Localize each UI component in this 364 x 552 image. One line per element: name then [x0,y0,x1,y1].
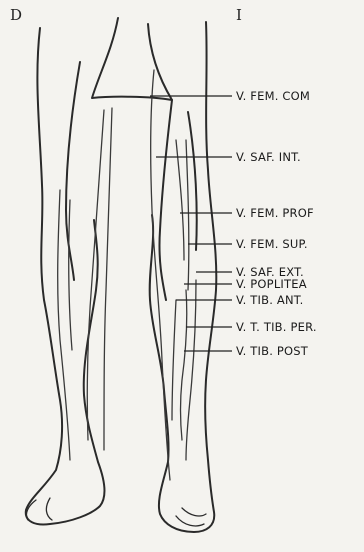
label-tib-post: V. TIB. POST [236,344,308,358]
label-saf-int: V. SAF. INT. [236,150,301,164]
left-vein-fem-sup [186,140,189,290]
right-side-label: D [10,6,22,24]
left-vein-tib-post [186,280,196,460]
label-t-tib-per: V. T. TIB. PER. [236,320,317,334]
label-fem-prof: V. FEM. PROF [236,206,314,220]
left-side-label: I [236,6,242,24]
left-thigh-inner [159,100,172,300]
right-vein-d [69,200,72,350]
label-saf-ext: V. SAF. EXT. [236,265,304,279]
right-vein-b [104,108,112,450]
label-fem-com: V. FEM. COM [236,89,310,103]
right-vein-c [58,190,70,460]
crotch-outline [92,18,172,100]
label-tib-ant: V. TIB. ANT. [236,293,304,307]
label-fem-sup: V. FEM. SUP. [236,237,308,251]
right-vein-a [87,110,104,440]
left-vein-fem-prof [176,140,184,260]
left-vein-tib-ant [181,290,187,440]
left-thigh-outer [188,112,197,250]
left-foot [176,508,206,526]
label-poplitea: V. POPLITEA [236,277,307,291]
right-thigh-inner [66,62,80,280]
left-vein-peroneal [172,300,176,420]
